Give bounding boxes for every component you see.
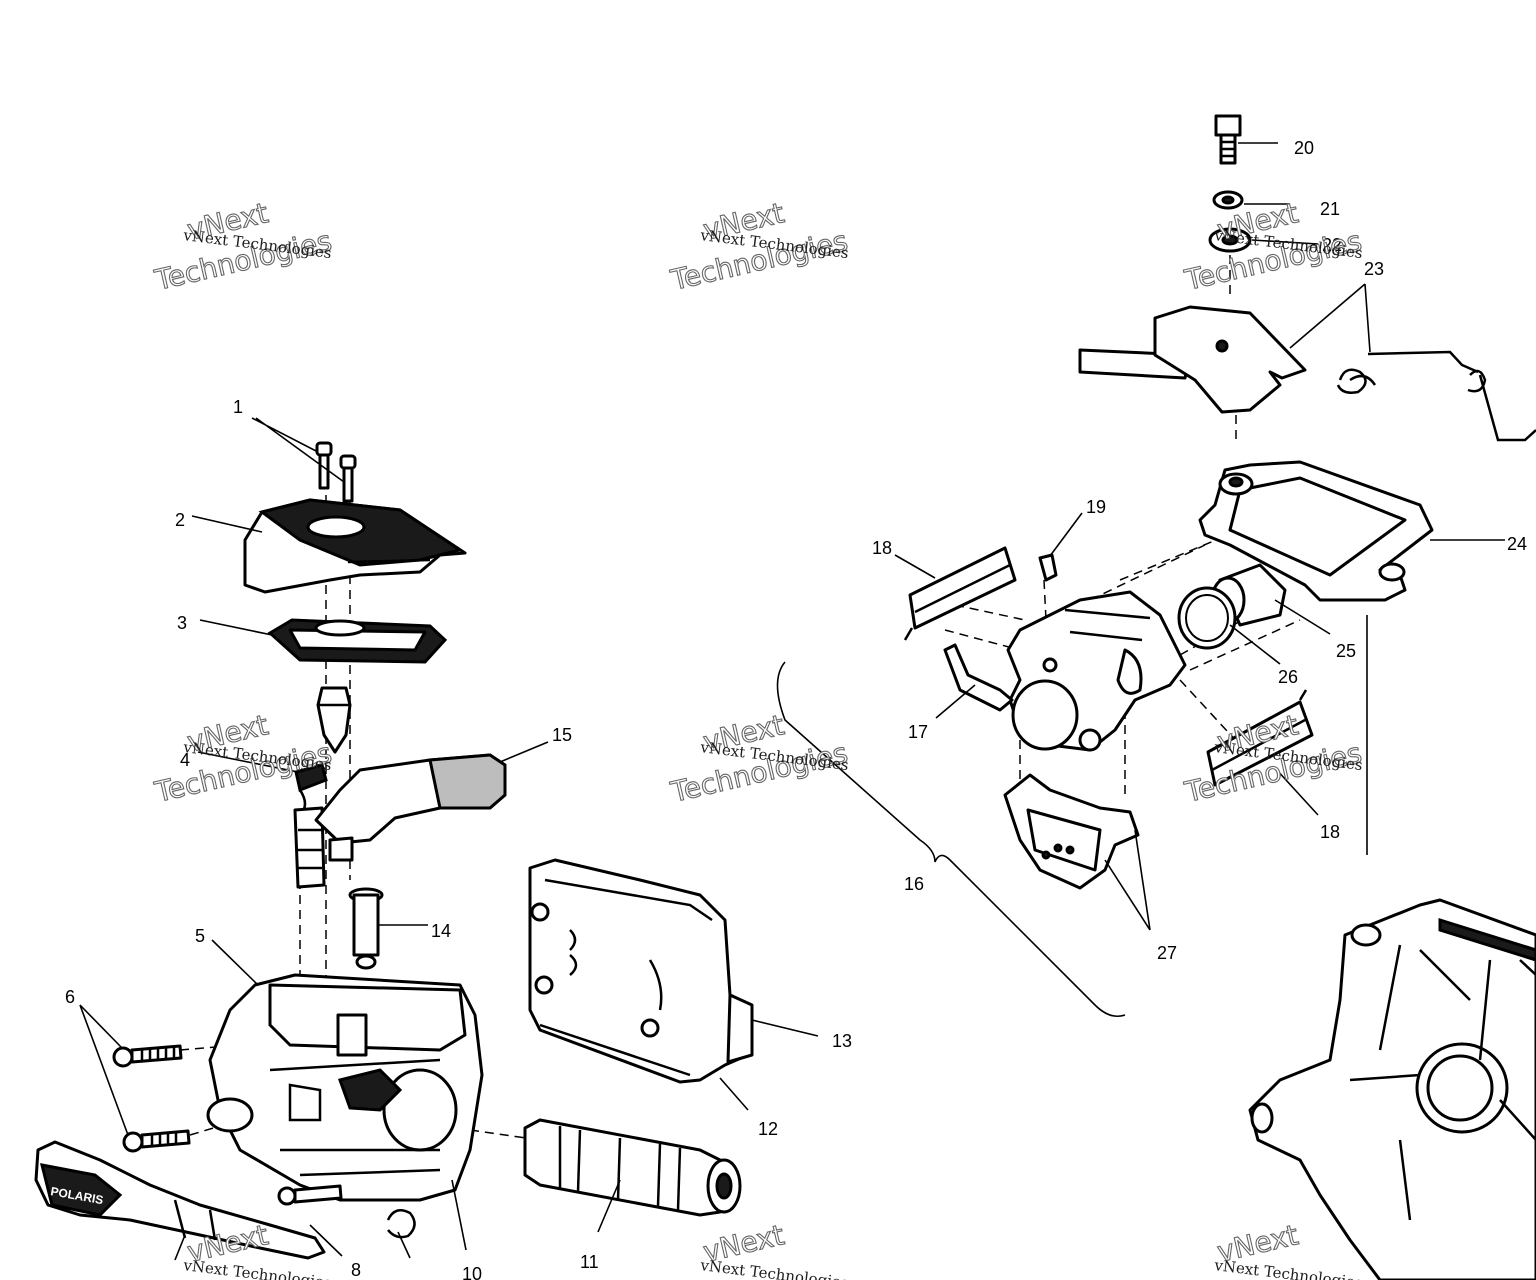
callout-6: 6 <box>65 987 75 1007</box>
part-3-diaphragm <box>267 618 448 664</box>
watermark-middle-left: vNext Technologies vNext Technologies <box>151 708 336 810</box>
callout-2: 2 <box>175 510 185 530</box>
watermark-middle-center: vNext Technologies vNext Technologies <box>667 708 852 810</box>
part-23-bracket <box>1078 305 1307 414</box>
callout-27: 27 <box>1157 943 1177 963</box>
watermark-bottom-center: vNext vNext Technologies <box>699 1218 850 1280</box>
part-16-bracket-brace <box>776 661 1126 1018</box>
callout-4: 4 <box>180 750 190 770</box>
part-22-washer <box>1208 227 1252 253</box>
part-17-hose-fitting <box>943 643 1014 712</box>
part-20-bolt <box>1214 114 1242 165</box>
callout-19: 19 <box>1086 497 1106 517</box>
callout-24: 24 <box>1507 534 1527 554</box>
callout-12: 12 <box>758 1119 778 1139</box>
part-float-insert <box>316 686 352 754</box>
part-12-13-housing <box>528 858 754 1084</box>
callout-8: 8 <box>351 1260 361 1280</box>
part-4-spring <box>294 763 328 816</box>
callout-18-upper: 18 <box>872 538 892 558</box>
part-18-clip-upper <box>903 546 1017 641</box>
callout-20: 20 <box>1294 138 1314 158</box>
leader-lines <box>79 142 1505 1261</box>
part-8-bolt <box>277 1184 343 1206</box>
callout-26: 26 <box>1278 667 1298 687</box>
callout-18-lower: 18 <box>1320 822 1340 842</box>
part-15-throttle-lever <box>314 753 507 862</box>
callout-1: 1 <box>233 397 243 417</box>
part-21-lock-washer <box>1212 190 1244 210</box>
part-11-piston <box>523 1118 742 1217</box>
svg-text:vNext Technologies: vNext Technologies <box>1213 1256 1364 1280</box>
callout-14: 14 <box>431 921 451 941</box>
callout-23: 23 <box>1364 259 1384 279</box>
watermark-top-center: vNext Technologies vNext Technologies <box>667 196 852 298</box>
callout-11: 11 <box>580 1252 599 1272</box>
callout-17: 17 <box>908 722 928 742</box>
callout-10: 10 <box>462 1264 482 1280</box>
part-spindle-hub <box>1248 898 1536 1280</box>
part-19-bleeder <box>1038 553 1058 582</box>
part-27-brake-pads <box>1003 773 1140 890</box>
part-circlip <box>386 1208 416 1239</box>
part-23-clip <box>1336 350 1536 442</box>
watermark-top-left: vNext Technologies vNext Technologies <box>151 196 336 298</box>
callout-25: 25 <box>1336 641 1356 661</box>
part-14-pivot-pin <box>348 887 384 970</box>
part-brake-lever: POLARIS <box>34 1140 326 1260</box>
part-caliper-body <box>1006 590 1187 752</box>
part-5-master-cylinder-body <box>206 973 484 1202</box>
callout-21: 21 <box>1320 199 1340 219</box>
part-6-bolts <box>112 1044 191 1153</box>
part-bracket <box>293 806 326 889</box>
part-2-reservoir-cover <box>243 498 467 594</box>
callout-13: 13 <box>832 1031 852 1051</box>
part-1-screws <box>315 441 357 503</box>
callout-15: 15 <box>552 725 572 745</box>
callout-3: 3 <box>177 613 187 633</box>
part-18-clip-lower <box>1206 689 1314 787</box>
callout-22: 22 <box>1322 235 1342 255</box>
callout-16: 16 <box>904 874 924 894</box>
callout-labels: 1 2 3 4 5 6 8 10 11 12 13 14 15 16 17 18… <box>65 138 1527 1280</box>
part-26-seal <box>1177 586 1237 650</box>
svg-text:vNext Technologies: vNext Technologies <box>182 1256 333 1280</box>
svg-text:vNext Technologies: vNext Technologies <box>699 1256 850 1280</box>
callout-5: 5 <box>195 926 205 946</box>
part-24-caliper-frame <box>1198 460 1434 602</box>
